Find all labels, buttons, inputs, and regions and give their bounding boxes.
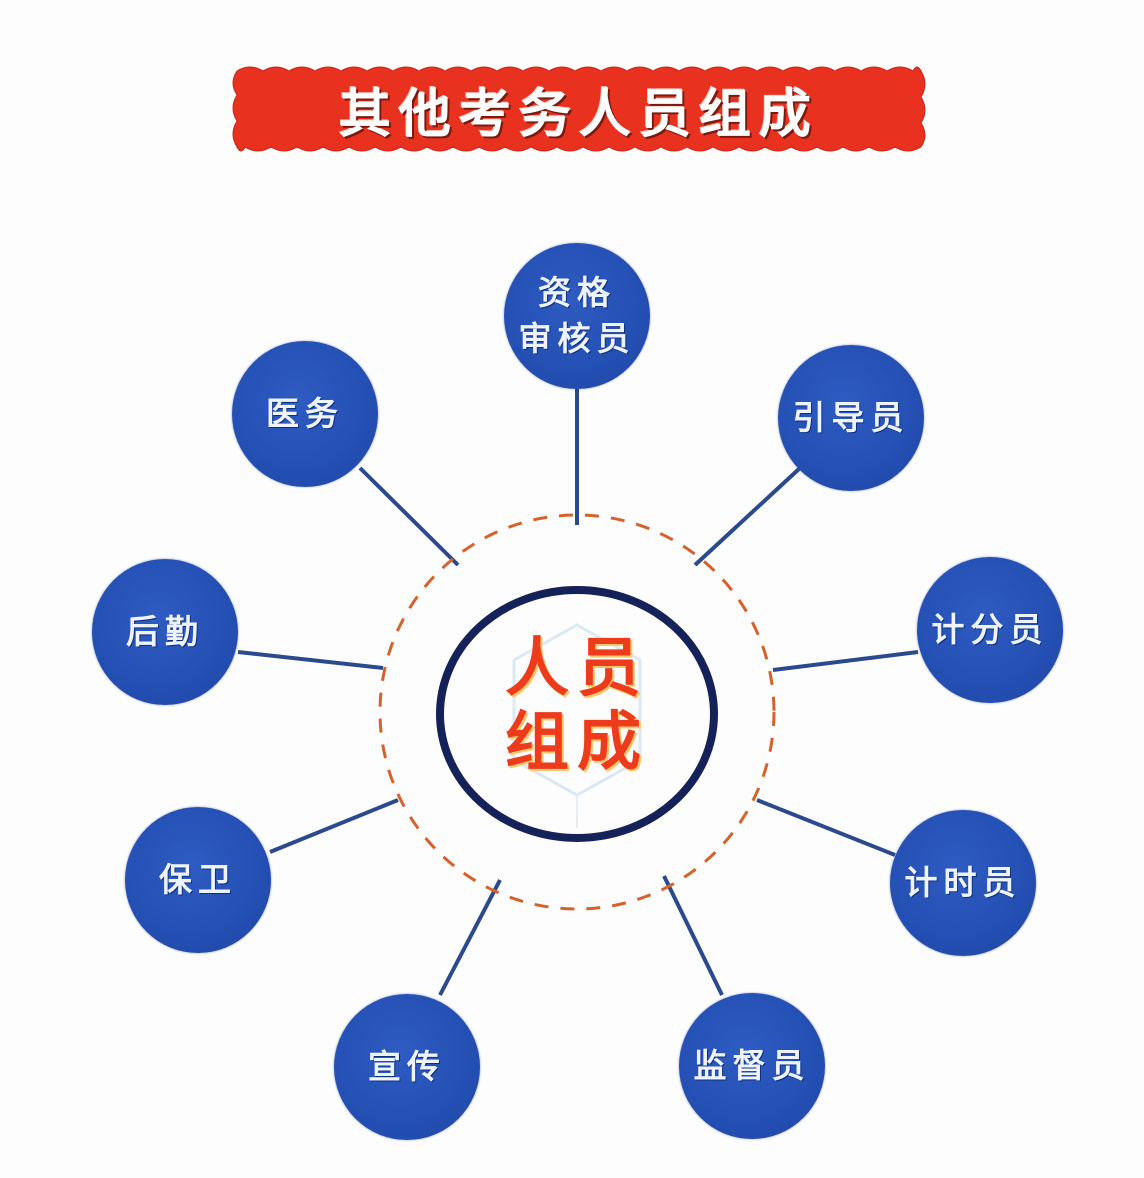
node-label: 审核员 bbox=[518, 319, 636, 358]
node-logistics[interactable]: 后勤 bbox=[92, 559, 238, 705]
dashed-ring bbox=[378, 513, 776, 911]
title-banner: 其他考务人员组成 bbox=[232, 66, 926, 152]
node-label: 宣传 bbox=[368, 1047, 446, 1086]
connector-lines bbox=[237, 389, 919, 996]
node-publicity[interactable]: 宣传 bbox=[334, 994, 480, 1140]
stamp-edge-shape bbox=[232, 66, 926, 152]
node-label: 计分员 bbox=[931, 610, 1049, 649]
node-label: 引导员 bbox=[792, 398, 910, 437]
node-label: 保卫 bbox=[159, 860, 237, 899]
connector-scorer bbox=[772, 650, 919, 672]
connector-guide bbox=[693, 466, 802, 567]
node-guide[interactable]: 引导员 bbox=[778, 345, 924, 491]
node-supervisor[interactable]: 监督员 bbox=[679, 993, 825, 1139]
node-label: 计时员 bbox=[904, 863, 1022, 902]
connector-security bbox=[269, 798, 399, 854]
connector-publicity bbox=[438, 879, 502, 996]
connector-timekeeper bbox=[756, 798, 896, 857]
node-label: 监督员 bbox=[693, 1046, 811, 1085]
page-title: 其他考务人员组成 bbox=[338, 84, 819, 145]
node-qualification-reviewer[interactable]: 资格审核员 bbox=[504, 243, 650, 389]
center-label-line1: 人员 bbox=[505, 632, 649, 706]
node-label: 医务 bbox=[266, 394, 344, 433]
node-label: 后勤 bbox=[126, 612, 204, 651]
node-security[interactable]: 保卫 bbox=[125, 807, 271, 953]
connector-supervisor bbox=[662, 875, 724, 996]
connector-medical bbox=[358, 466, 460, 567]
center-hub-label: 人员 组成 bbox=[477, 632, 677, 780]
connector-logistics bbox=[237, 650, 384, 670]
node-timekeeper[interactable]: 计时员 bbox=[890, 810, 1036, 956]
center-ring bbox=[436, 586, 718, 842]
node-label: 资格 bbox=[538, 273, 616, 312]
center-label-line2: 组成 bbox=[505, 706, 649, 780]
node-medical[interactable]: 医务 bbox=[232, 341, 378, 487]
node-scorer[interactable]: 计分员 bbox=[917, 557, 1063, 703]
faint-hex-watermark-icon bbox=[512, 623, 642, 828]
